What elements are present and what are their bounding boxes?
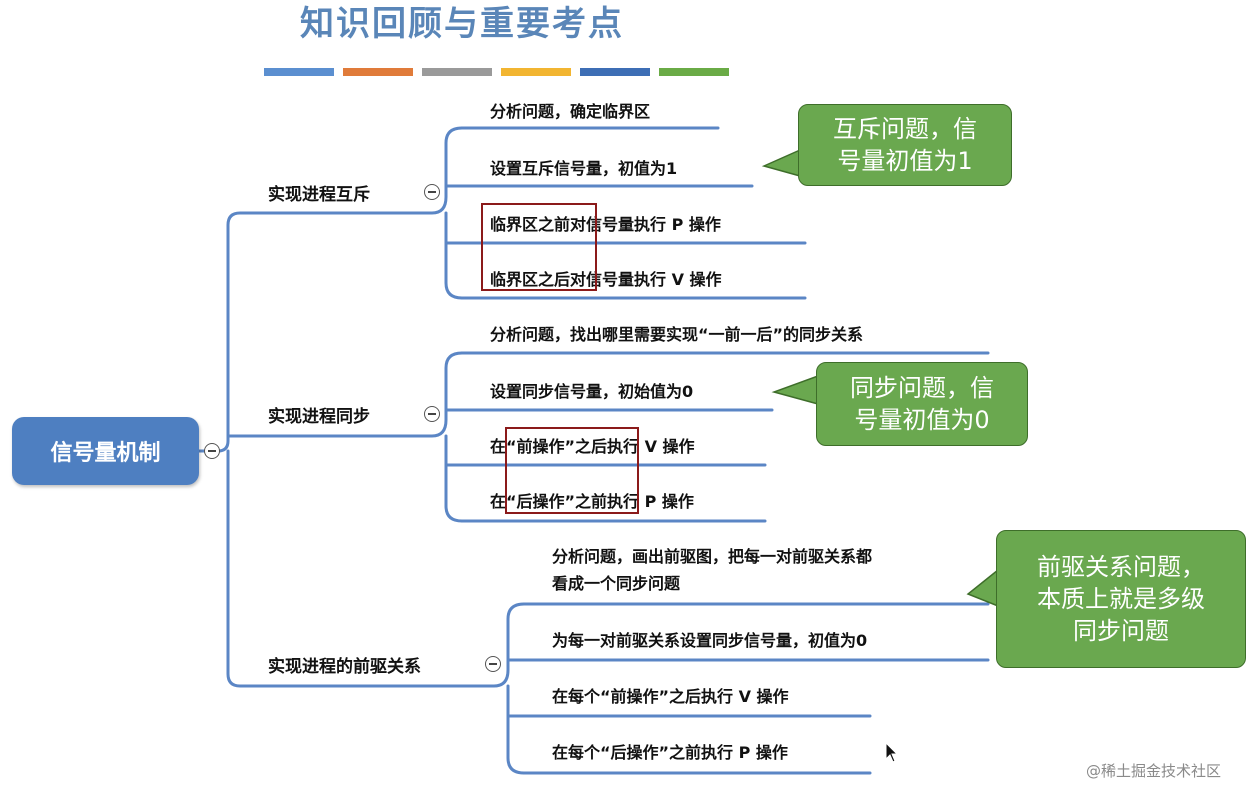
leaf-sync-1[interactable]: 分析问题，找出哪里需要实现“一前一后”的同步关系 <box>490 325 864 344</box>
highlight-box-mutex <box>481 203 597 291</box>
title-color-bar-4 <box>501 68 571 76</box>
connector-branch-1 <box>416 126 464 300</box>
callout-precedence-line-2: 本质上就是多级 <box>1037 585 1205 613</box>
collapse-root-icon[interactable] <box>204 443 220 459</box>
leaf-precedence-2[interactable]: 为每一对前驱关系设置同步信号量，初值为0 <box>552 631 868 650</box>
leaf-sync-3[interactable]: 在“前操作”之后执行 V 操作 <box>490 437 695 456</box>
leaf-precedence-1-line2[interactable]: 看成一个同步问题 <box>552 574 681 593</box>
connector-branch-2 <box>416 351 464 523</box>
callout-2-pointer <box>771 374 819 405</box>
mouse-cursor-icon <box>885 742 899 763</box>
collapse-branch-precedence-icon[interactable] <box>485 656 501 672</box>
title-color-bar-5 <box>580 68 650 76</box>
title-color-bar-2 <box>343 68 413 76</box>
collapse-branch-sync-icon[interactable] <box>424 406 440 422</box>
callout-precedence-line-1: 前驱关系问题， <box>1037 553 1205 581</box>
callout-mutex: 互斥问题，信 号量初值为1 <box>798 104 1012 186</box>
leaf-sync-4[interactable]: 在“后操作”之前执行 P 操作 <box>490 492 694 511</box>
callout-mutex-line-2: 号量初值为1 <box>837 147 973 175</box>
callout-1-pointer <box>761 148 801 177</box>
leaf-precedence-1-line1[interactable]: 分析问题，画出前驱图，把每一对前驱关系都 <box>552 547 873 566</box>
leaf-sync-2[interactable]: 设置同步信号量，初始值为0 <box>490 382 694 401</box>
title-color-bar-3 <box>422 68 492 76</box>
branch-mutex[interactable]: 实现进程互斥 <box>268 185 370 205</box>
callout-precedence: 前驱关系问题， 本质上就是多级 同步问题 <box>996 530 1246 668</box>
leaf-precedence-3[interactable]: 在每个“前操作”之后执行 V 操作 <box>552 687 789 706</box>
root-node-label: 信号量机制 <box>50 441 161 466</box>
highlight-box-sync <box>505 427 639 514</box>
callout-3-pointer <box>966 568 999 608</box>
leaf-precedence-4[interactable]: 在每个“后操作”之前执行 P 操作 <box>552 743 788 762</box>
callout-sync: 同步问题，信 号量初值为0 <box>816 362 1028 446</box>
branch-precedence[interactable]: 实现进程的前驱关系 <box>268 657 421 677</box>
connector-root-branch-3 <box>226 449 248 688</box>
branch-sync[interactable]: 实现进程同步 <box>268 407 370 427</box>
leaf-mutex-2[interactable]: 设置互斥信号量，初值为1 <box>490 159 678 178</box>
connector-root-branch-1 <box>197 211 248 453</box>
root-node[interactable]: 信号量机制 <box>12 417 199 485</box>
leaf-mutex-4[interactable]: 临界区之后对信号量执行 V 操作 <box>490 270 722 289</box>
title-color-bar-6 <box>659 68 729 76</box>
callout-sync-line-2: 号量初值为0 <box>854 406 990 434</box>
leaf-mutex-3[interactable]: 临界区之前对信号量执行 P 操作 <box>490 215 721 234</box>
callout-sync-line-1: 同步问题，信 <box>850 374 994 402</box>
leaf-mutex-1[interactable]: 分析问题，确定临界区 <box>490 102 651 121</box>
collapse-branch-mutex-icon[interactable] <box>424 184 440 200</box>
connector-branch-3 <box>474 602 526 775</box>
watermark: @稀土掘金技术社区 <box>1086 762 1222 780</box>
page-title: 知识回顾与重要考点 <box>300 4 624 44</box>
callout-precedence-line-3: 同步问题 <box>1073 617 1169 645</box>
callout-mutex-line-1: 互斥问题，信 <box>833 115 977 143</box>
title-color-bar-1 <box>264 68 334 76</box>
